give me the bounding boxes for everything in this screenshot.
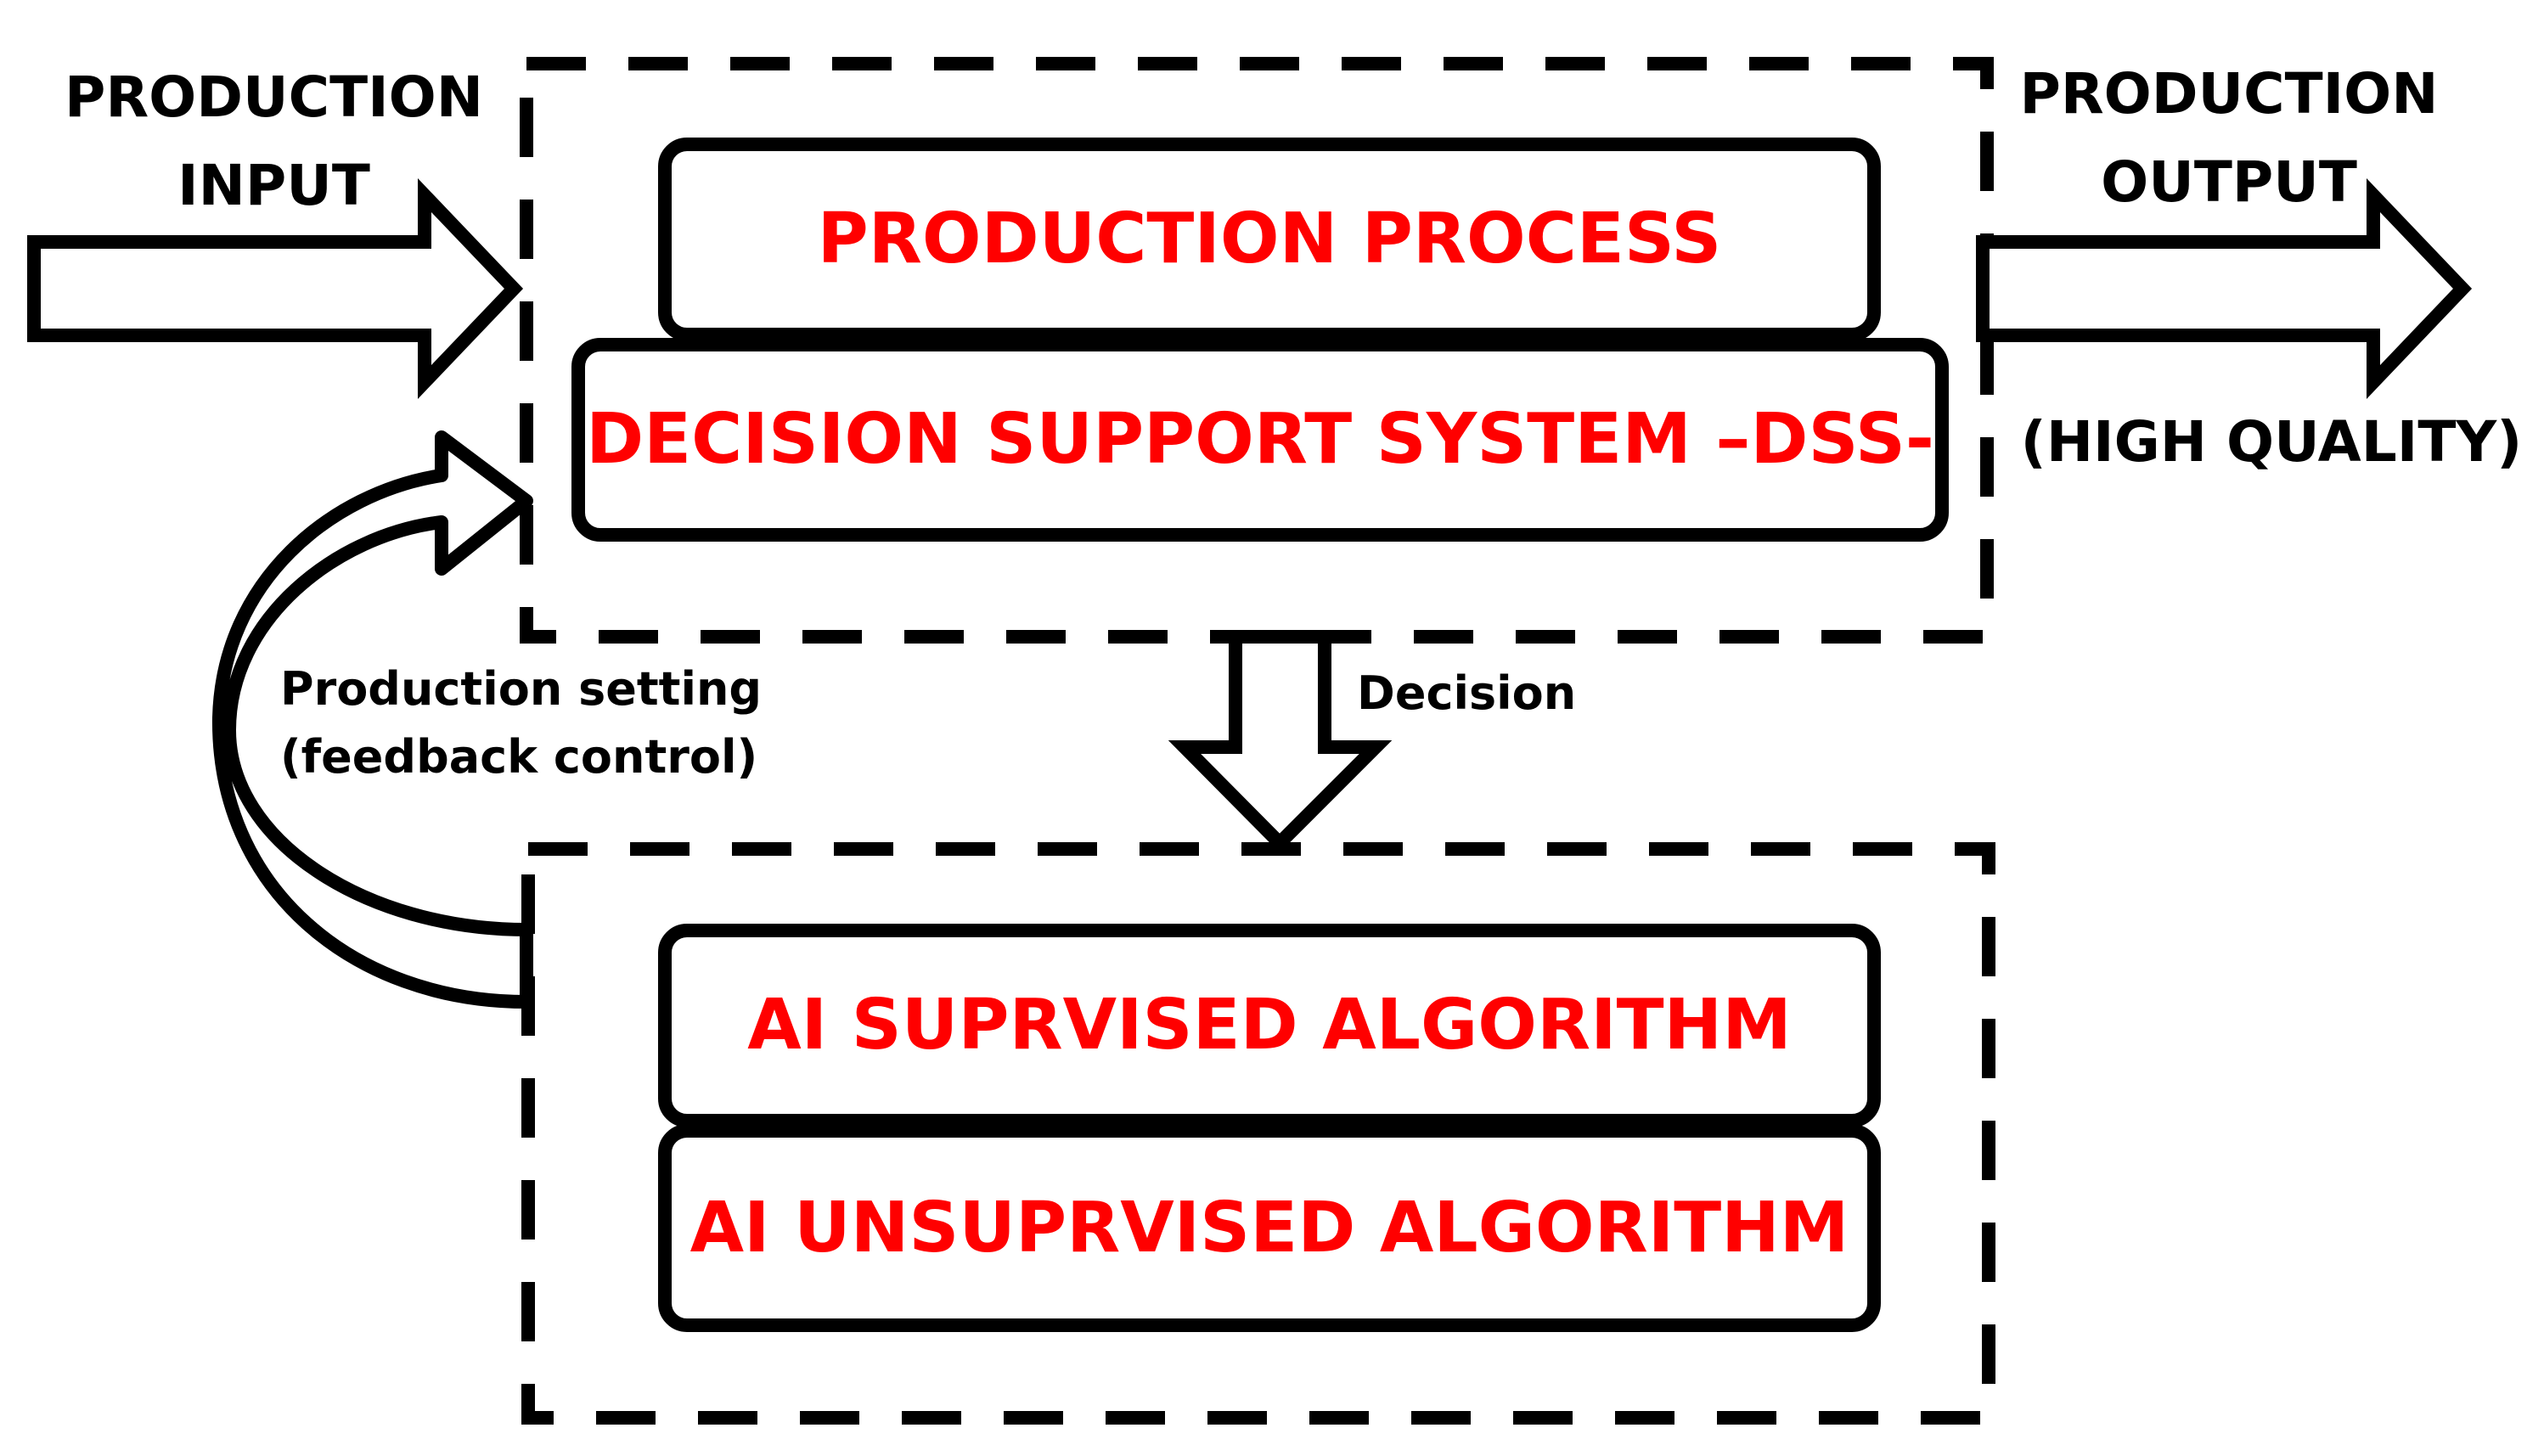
production-process-box: PRODUCTION PROCESS xyxy=(658,138,1881,341)
decision-label: Decision xyxy=(1357,666,1577,720)
feedback-curved-arrow-icon xyxy=(211,430,533,1009)
feedback-line2: (feedback control) xyxy=(280,730,758,784)
input-arrow-icon xyxy=(27,178,524,399)
production-output-label: PRODUCTION OUTPUT xyxy=(2008,66,2450,211)
production-output-line1: PRODUCTION xyxy=(2019,61,2439,126)
production-input-line2: INPUT xyxy=(177,153,370,218)
feedback-label: Production setting (feedback control) xyxy=(280,666,762,780)
output-arrow-icon xyxy=(1976,178,2473,399)
feedback-line1: Production setting xyxy=(280,662,763,716)
dss-label: DECISION SUPPORT SYSTEM –DSS- xyxy=(586,399,1934,480)
production-process-label: PRODUCTION PROCESS xyxy=(817,199,1722,279)
production-input-label: PRODUCTION INPUT xyxy=(42,70,505,214)
dss-box: DECISION SUPPORT SYSTEM –DSS- xyxy=(571,338,1949,542)
production-output-line2: OUTPUT xyxy=(2101,149,2357,215)
ai-unsupervised-box: AI UNSUPRVISED ALGORITHM xyxy=(658,1124,1881,1332)
ai-supervised-box: AI SUPRVISED ALGORITHM xyxy=(658,924,1881,1127)
production-input-line1: PRODUCTION xyxy=(64,65,484,130)
ai-unsupervised-label: AI UNSUPRVISED ALGORITHM xyxy=(689,1187,1849,1268)
ai-supervised-label: AI SUPRVISED ALGORITHM xyxy=(747,985,1792,1065)
bottom-dashed-container xyxy=(521,842,1995,1425)
high-quality-label: (HIGH QUALITY) xyxy=(2020,409,2523,475)
decision-arrow-icon xyxy=(1168,630,1393,853)
